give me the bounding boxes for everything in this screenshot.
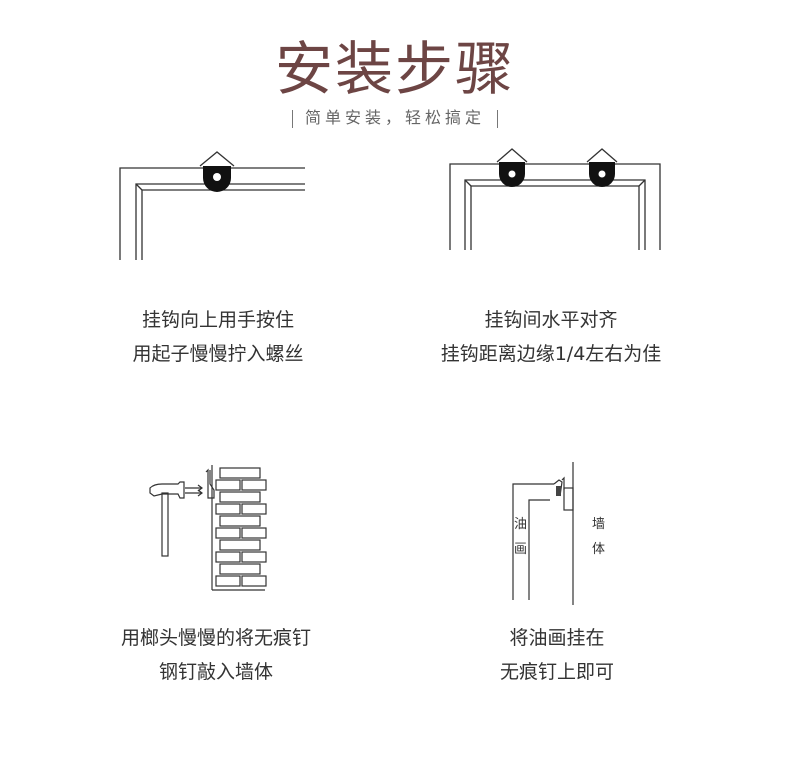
step2-diagram xyxy=(449,148,661,250)
step1-caption: 挂钩向上用手按住 用起子慢慢拧入螺丝 xyxy=(58,303,378,371)
step1-line1: 挂钩向上用手按住 xyxy=(141,309,294,331)
step1-line2: 用起子慢慢拧入螺丝 xyxy=(132,343,304,365)
step4-line1: 将油画挂在 xyxy=(509,627,605,649)
brick-wall xyxy=(215,467,267,587)
divider-right xyxy=(497,109,498,128)
step1-diagram xyxy=(119,151,305,260)
wall-label-1: 墙 xyxy=(592,517,605,532)
step2-line2: 挂钩距离边缘1/4左右为佳 xyxy=(440,343,662,365)
page-title: 安装步骤 xyxy=(274,35,515,103)
step4-caption: 将油画挂在 无痕钉上即可 xyxy=(397,621,717,689)
hammer-icon xyxy=(161,492,169,557)
step3-diagram xyxy=(149,465,267,591)
step3-caption: 用榔头慢慢的将无痕钉 钢钉敲入墙体 xyxy=(56,621,376,689)
painting-label-1: 油 xyxy=(514,517,527,532)
wall-label-2: 体 xyxy=(592,542,605,557)
step4-diagram: 油 画 墙 体 xyxy=(512,462,605,605)
subtitle: 简单安装，轻松搞定 xyxy=(0,104,790,128)
divider-left xyxy=(291,109,293,128)
painting-label-2: 画 xyxy=(514,542,527,557)
nail-icon xyxy=(556,486,561,496)
step2-line1: 挂钩间水平对齐 xyxy=(484,309,618,331)
step3-line1: 用榔头慢慢的将无痕钉 xyxy=(120,627,311,649)
step4-line2: 无痕钉上即可 xyxy=(499,661,614,683)
step2-caption: 挂钩间水平对齐 挂钩距离边缘1/4左右为佳 xyxy=(391,303,711,371)
step3-line2: 钢钉敲入墙体 xyxy=(158,661,273,683)
subtitle-text: 简单安装，轻松搞定 xyxy=(304,108,485,127)
